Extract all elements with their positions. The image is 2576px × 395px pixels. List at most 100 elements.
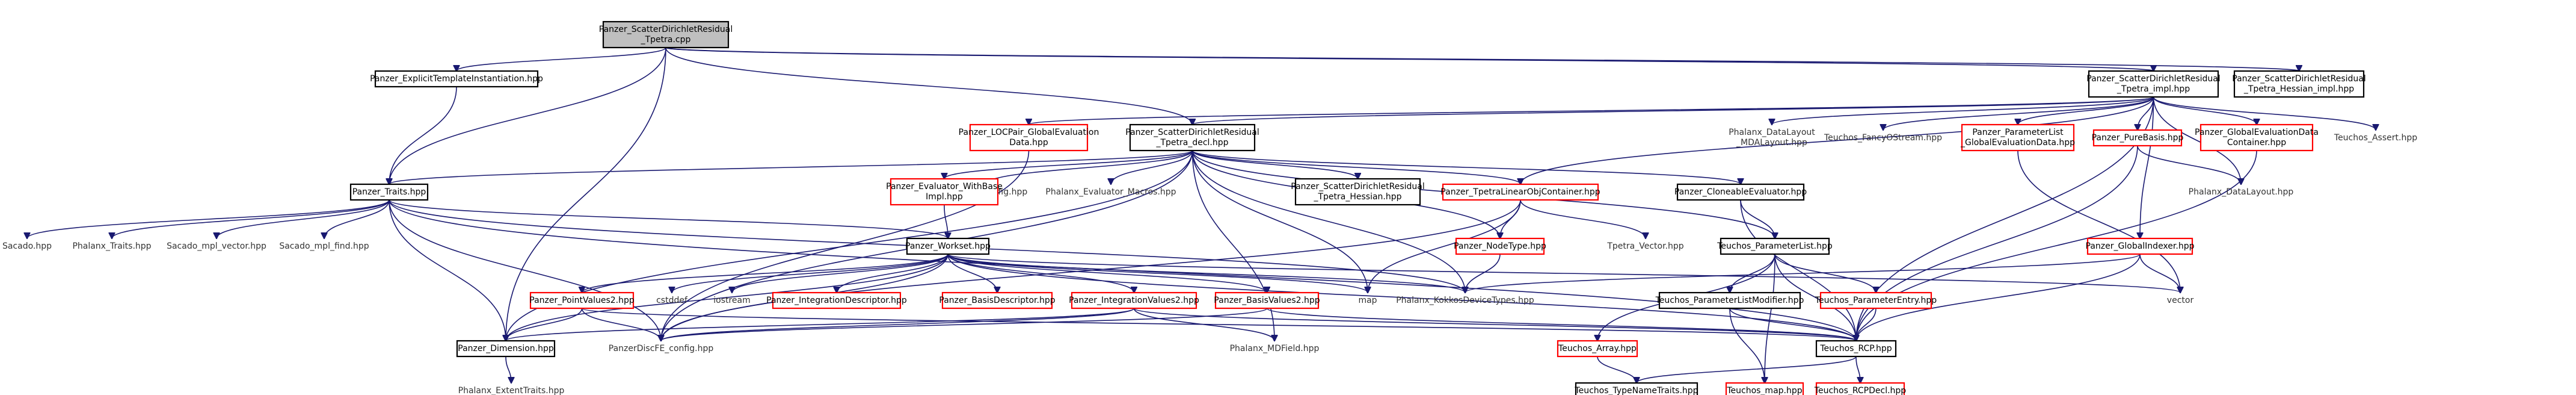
node-label: Panzer_GlobalIndexer.hpp xyxy=(2086,241,2195,251)
edge-paramlist-to-plmodifier xyxy=(1730,253,1775,293)
node-label: vector xyxy=(2167,296,2194,305)
edge-tlocont-to-map xyxy=(1368,199,1521,293)
node-box xyxy=(1455,237,1545,255)
node-rcpdecl[interactable]: Teuchos_RCPDecl.hpp xyxy=(1814,382,1907,395)
node-impl[interactable]: Panzer_ScatterDirichletResidual_Tpetra_i… xyxy=(2086,70,2221,98)
edge-impl-to-globalidx xyxy=(2140,96,2154,238)
node-tlocont[interactable]: Panzer_TpetraLinearObjContainer.hpp xyxy=(1440,183,1600,201)
edge-impl-to-dlayout xyxy=(2153,96,2242,184)
node-intdesc[interactable]: Panzer_IntegrationDescriptor.hpp xyxy=(766,291,907,309)
node-label: map xyxy=(1358,296,1377,305)
node-hessimpl[interactable]: Panzer_ScatterDirichletResidual_Tpetra_H… xyxy=(2232,70,2366,98)
edge-rcp-to-rcpdecl xyxy=(1855,356,1860,383)
node-cloneable[interactable]: Panzer_CloneableEvaluator.hpp xyxy=(1674,183,1807,201)
node-box xyxy=(941,291,1053,309)
node-hessdecl[interactable]: Panzer_ScatterDirichletResidual_Tpetra_H… xyxy=(1291,178,1425,206)
node-label: Panzer_Dimension.hpp xyxy=(458,344,554,353)
node-nodetype[interactable]: Panzer_NodeType.hpp xyxy=(1454,237,1546,255)
edge-impl-to-locpair xyxy=(1029,96,2154,125)
edge-workset-to-dimension xyxy=(506,253,948,341)
node-label: Panzer_BasisDescriptor.hpp xyxy=(939,296,1055,305)
node-box xyxy=(1815,340,1897,358)
node-box xyxy=(349,183,429,201)
node-label: Sacado_mpl_find.hpp xyxy=(279,241,369,251)
node-purebasis[interactable]: Panzer_PureBasis.hpp xyxy=(2092,129,2184,147)
node-paramlistged[interactable]: Panzer_ParameterList_GlobalEvaluationDat… xyxy=(1960,123,2075,152)
node-label: _Tpetra_impl.hpp xyxy=(2116,84,2190,94)
edge-decl-to-mdfield xyxy=(1191,150,1275,341)
node-pv2[interactable]: Panzer_PointValues2.hpp xyxy=(529,291,635,309)
node-basisdesc[interactable]: Panzer_BasisDescriptor.hpp xyxy=(939,291,1056,309)
node-sacmplfind: Sacado_mpl_find.hpp xyxy=(279,241,369,251)
node-label: _Tpetra_decl.hpp xyxy=(1155,138,1228,148)
node-label: Panzer_PointValues2.hpp xyxy=(529,296,635,305)
edge-root-to-hessimpl xyxy=(665,47,2299,71)
node-tarray[interactable]: Teuchos_Array.hpp xyxy=(1557,340,1638,358)
edge-plmodifier-to-rcp xyxy=(1729,308,1856,341)
node-assert: Teuchos_Assert.hpp xyxy=(2334,133,2417,143)
node-paramlist[interactable]: Teuchos_ParameterList.hpp xyxy=(1717,237,1833,255)
node-label: Phalanx_ExtentTraits.hpp xyxy=(458,386,565,395)
node-root[interactable]: Panzer_ScatterDirichletResidual_Tpetra.c… xyxy=(599,20,733,49)
node-label: _Tpetra.cpp xyxy=(641,35,691,45)
node-decl[interactable]: Panzer_ScatterDirichletResidual_Tpetra_d… xyxy=(1125,123,1259,152)
edge-workset-to-pv2 xyxy=(582,253,948,293)
node-rcp[interactable]: Teuchos_RCP.hpp xyxy=(1815,340,1897,358)
node-label: Teuchos_RCPDecl.hpp xyxy=(1814,386,1907,395)
node-traits[interactable]: Panzer_Traits.hpp xyxy=(349,183,429,201)
node-workset[interactable]: Panzer_Workset.hpp xyxy=(905,237,991,255)
node-box xyxy=(1819,291,1932,309)
node-tmap[interactable]: Teuchos_map.hpp xyxy=(1725,382,1804,395)
node-label: PanzerDiscFE_config.hpp xyxy=(609,344,714,353)
node-label: Panzer_IntegrationValues2.hpp xyxy=(1069,296,1199,305)
node-exttraits: Phalanx_ExtentTraits.hpp xyxy=(458,386,565,395)
node-typename[interactable]: Teuchos_TypeNameTraits.hpp xyxy=(1574,382,1698,395)
node-phtraits: Phalanx_Traits.hpp xyxy=(72,241,151,251)
edge-decl-to-kokkos xyxy=(1191,150,1466,293)
node-box xyxy=(2086,237,2193,255)
node-box xyxy=(1214,291,1320,309)
node-sacado: Sacado.hpp xyxy=(2,241,52,251)
node-dlayout: Phalanx_DataLayout.hpp xyxy=(2189,187,2294,197)
node-plmodifier[interactable]: Teuchos_ParameterListModifier.hpp xyxy=(1655,291,1804,309)
node-box xyxy=(906,237,990,255)
node-label: Teuchos_Array.hpp xyxy=(1558,344,1637,353)
node-iv2[interactable]: Panzer_IntegrationValues2.hpp xyxy=(1069,291,1199,309)
node-bv2[interactable]: Panzer_BasisValues2.hpp xyxy=(1214,291,1320,309)
node-label: Panzer_ScatterDirichletResidual xyxy=(2086,74,2221,84)
node-box xyxy=(1720,237,1830,255)
edge-tarray-to-typename xyxy=(1597,356,1637,383)
node-label: Teuchos_TypeNameTraits.hpp xyxy=(1574,386,1698,395)
node-plentry[interactable]: Teuchos_ParameterEntry.hpp xyxy=(1815,291,1937,309)
node-box xyxy=(1658,291,1801,309)
node-label: Panzer_ExplicitTemplateInstantiation.hpp xyxy=(370,74,543,84)
node-label: _GlobalEvaluationData.hpp xyxy=(1960,138,2075,148)
edge-globalidx-to-vector xyxy=(2139,253,2180,293)
node-box xyxy=(2088,70,2219,98)
node-label: Impl.hpp xyxy=(926,192,963,202)
edge-impl-to-paramlistged xyxy=(2018,96,2154,125)
node-box xyxy=(1815,382,1905,395)
edge-nodetype-to-kokkos xyxy=(1465,253,1501,293)
node-box xyxy=(2233,70,2365,98)
edge-root-to-traits xyxy=(389,47,666,184)
node-dimension[interactable]: Panzer_Dimension.hpp xyxy=(456,340,556,358)
node-label: Panzer_ParameterList xyxy=(1972,128,2064,137)
node-explicit[interactable]: Panzer_ExplicitTemplateInstantiation.hpp xyxy=(370,70,543,88)
node-label: Panzer_ScatterDirichletResidual xyxy=(1291,182,1425,191)
node-globalidx[interactable]: Panzer_GlobalIndexer.hpp xyxy=(2086,237,2195,255)
node-label: Phalanx_KokkosDeviceTypes.hpp xyxy=(1396,296,1534,305)
edge-root-to-dimension xyxy=(506,47,666,341)
edge-workset-to-vector xyxy=(947,253,2180,293)
node-box xyxy=(1442,183,1599,201)
edge-evalwb-to-workset xyxy=(944,204,948,238)
node-box xyxy=(890,178,999,206)
node-label: Panzer_Traits.hpp xyxy=(352,187,426,197)
node-locpair[interactable]: Panzer_LOCPair_GlobalEvaluationData.hpp xyxy=(959,123,1099,152)
edge-decl-to-tlocont xyxy=(1191,150,1521,184)
node-label: Panzer_LOCPair_GlobalEvaluation xyxy=(959,128,1099,137)
edge-paramlistged-to-vector xyxy=(2017,150,2180,293)
node-label: Panzer_NodeType.hpp xyxy=(1454,241,1546,251)
